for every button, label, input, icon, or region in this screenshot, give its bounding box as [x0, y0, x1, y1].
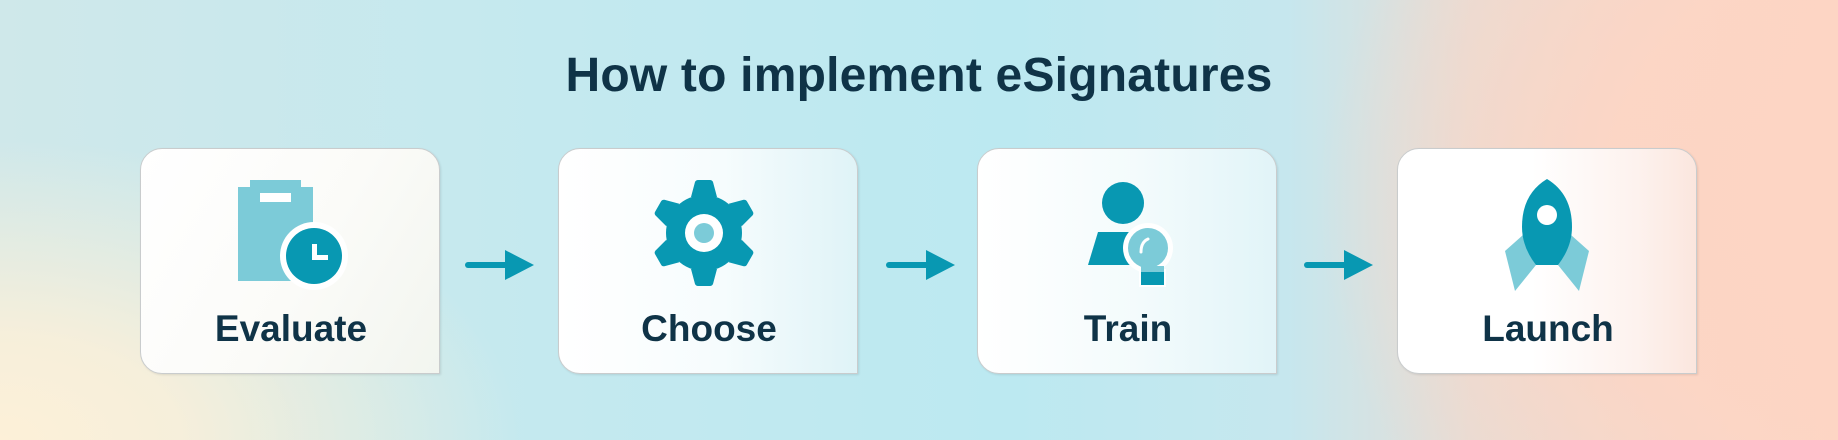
page-title: How to implement eSignatures — [565, 49, 1273, 102]
clipboard-clock-icon — [238, 180, 348, 290]
step-card-choose: Choose — [558, 148, 858, 374]
arrow-right-icon — [465, 250, 534, 280]
step-card-launch: Launch — [1397, 148, 1697, 374]
arrow-right-icon — [1304, 250, 1373, 280]
step-label: Train — [1083, 308, 1173, 349]
step-label: Evaluate — [214, 308, 368, 349]
step-card-train: Train — [977, 148, 1277, 374]
arrow-right-icon — [886, 250, 955, 280]
gear-icon — [654, 180, 754, 286]
person-lightbulb-icon — [1088, 182, 1173, 287]
step-card-evaluate: Evaluate — [140, 148, 440, 374]
step-label: Launch — [1482, 308, 1614, 349]
step-label: Choose — [641, 308, 777, 349]
rocket-icon — [1505, 179, 1589, 291]
